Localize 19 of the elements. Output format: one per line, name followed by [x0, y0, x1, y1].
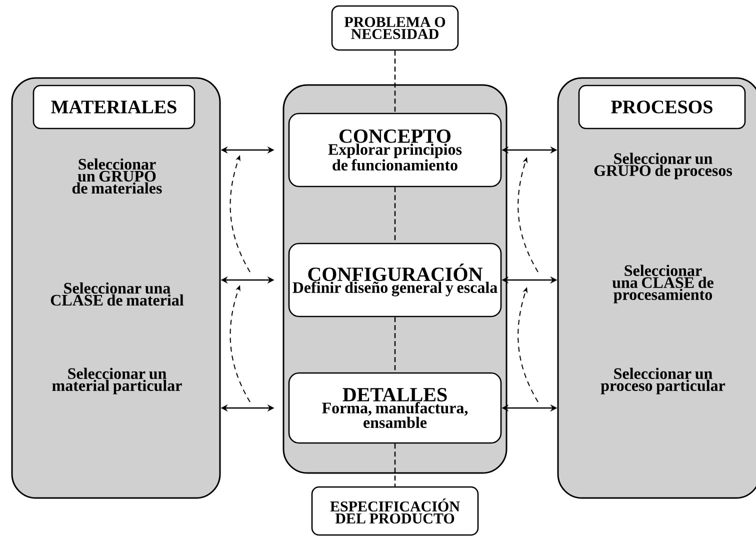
step-text: Seleccionar una CLASE de procesamiento — [612, 264, 714, 304]
step-text: Seleccionar una CLASE de material — [50, 282, 184, 306]
column-header-box: MATERIALES — [32, 84, 196, 130]
step-text: Seleccionar un GRUPO de procesos — [594, 152, 732, 180]
connector-line — [394, 187, 396, 243]
connector-line — [394, 317, 396, 372]
connector-line — [394, 444, 396, 486]
stage-box: CONFIGURACIÓN Definir diseño general y escala — [288, 242, 502, 318]
stage-box: DETALLES Forma, manufactura, ensamble — [288, 372, 502, 444]
terminal-box: ESPECIFICACIÓN DEL PRODUCTO — [311, 486, 479, 536]
column-panel — [557, 77, 756, 499]
column-header-box: PROCESOS — [578, 84, 746, 130]
connector-line — [394, 50, 396, 113]
step-text: Seleccionar un material particular — [52, 368, 182, 394]
step-text: Seleccionar un proceso particular — [600, 368, 726, 394]
step-text: Seleccionar un GRUPO de materiales — [72, 158, 162, 194]
stage-box: CONCEPTO Explorar principios de funcionamiento — [288, 112, 502, 188]
terminal-box: PROBLEMA O NECESIDAD — [331, 5, 459, 51]
column-panel — [11, 77, 221, 499]
